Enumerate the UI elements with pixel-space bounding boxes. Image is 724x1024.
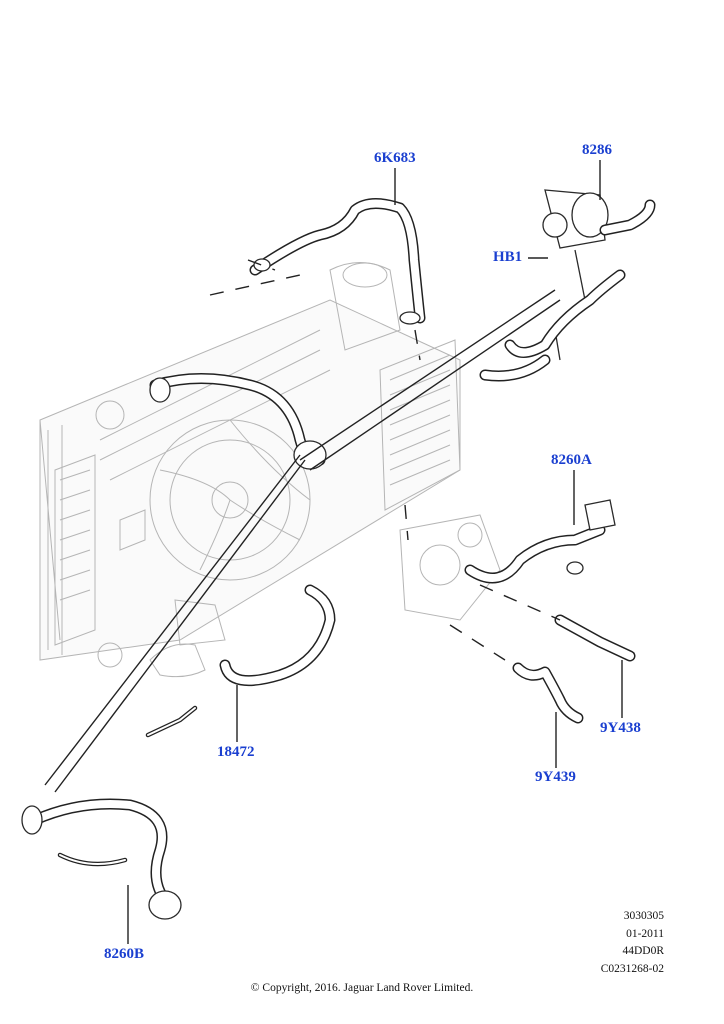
hose-8260b[interactable] <box>21 798 182 920</box>
callout-leaders <box>127 160 623 944</box>
assembly-lines <box>44 259 561 793</box>
hose-8286-lower[interactable] <box>479 269 626 382</box>
reference-block: 3030305 01-2011 44DD0R C0231268-02 <box>560 908 664 978</box>
hose-8260a[interactable] <box>464 499 616 584</box>
outlet-housing-8286[interactable] <box>542 189 656 361</box>
reference-line-3: 44DD0R <box>622 945 664 957</box>
copyright-notice: © Copyright, 2016. Jaguar Land Rover Lim… <box>250 982 474 994</box>
callout-18472[interactable]: 18472 <box>217 744 255 760</box>
callout-6k683[interactable]: 6K683 <box>374 150 416 166</box>
reference-line-2: 01-2011 <box>626 927 664 940</box>
reference-line-4: C0231268-02 <box>600 962 664 975</box>
callout-8260b[interactable]: 8260B <box>104 946 145 962</box>
reference-line-1: 3030305 <box>623 910 664 922</box>
callout-8286[interactable]: 8286 <box>582 142 612 158</box>
radiator-assembly-ghost <box>39 262 501 678</box>
callout-9y439[interactable]: 9Y439 <box>535 769 576 785</box>
callout-9y438[interactable]: 9Y438 <box>600 720 641 736</box>
hose-18472[interactable] <box>145 584 336 738</box>
hose-9y439[interactable] <box>512 662 584 724</box>
callout-8260a[interactable]: 8260A <box>551 452 592 468</box>
hose-9y438[interactable] <box>554 614 636 662</box>
hose-6k683[interactable] <box>249 198 426 325</box>
callout-hb1[interactable]: HB1 <box>493 249 523 265</box>
